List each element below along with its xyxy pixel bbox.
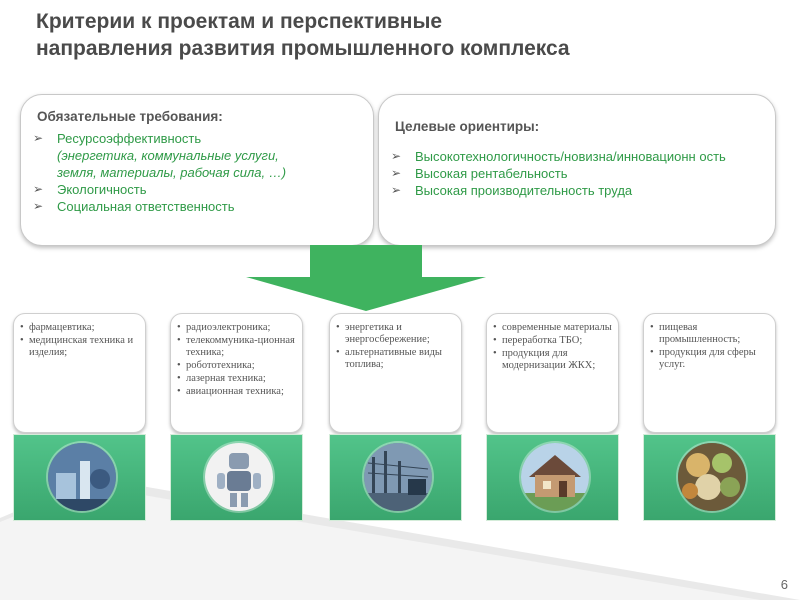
card-list: радиоэлектроника; телекоммуника-ционная …	[177, 322, 298, 398]
title-line-2: направления развития промышленного компл…	[36, 37, 570, 60]
industry-card-food: пищевая промышленность; продукция для сф…	[643, 313, 776, 521]
card-item: продукция для сферы услуг.	[650, 347, 771, 371]
house-icon	[521, 443, 589, 511]
card-item: фармацевтика;	[20, 322, 141, 334]
card-list: энергетика и энергосбережение; альтернат…	[336, 322, 457, 371]
targets-heading: Целевые ориентиры:	[395, 119, 540, 134]
target-item: ➢Высокая производительность труда	[391, 183, 633, 198]
food-icon	[678, 443, 746, 511]
power-plant-icon	[364, 443, 432, 511]
mandatory-item-sub: земля, материалы, рабочая сила, …)	[57, 165, 287, 180]
page-number: 6	[780, 577, 788, 592]
mandatory-list: ➢Ресурсоэффективность (энергетика, комму…	[21, 130, 373, 215]
card-item: робототехника;	[177, 360, 298, 372]
card-item: лазерная техника;	[177, 373, 298, 385]
target-guidelines-box: Целевые ориентиры: ➢Высокотехнологичност…	[378, 94, 776, 246]
mandatory-requirements-box: Обязательные требования: ➢Ресурсоэффекти…	[20, 94, 374, 246]
robot-icon	[205, 443, 273, 511]
card-item: медицинская техника и изделия;	[20, 335, 141, 359]
card-item: пищевая промышленность;	[650, 322, 771, 346]
industry-card-electronics: радиоэлектроника; телекоммуника-ционная …	[170, 313, 303, 521]
card-item: энергетика и энергосбережение;	[336, 322, 457, 346]
card-item: продукция для модернизации ЖКХ;	[493, 348, 614, 372]
mandatory-item: ➢Ресурсоэффективность	[33, 131, 202, 146]
targets-list: ➢Высокотехнологичность/новизна/инновацио…	[379, 148, 775, 199]
mandatory-item: ➢Социальная ответственность	[33, 199, 235, 214]
card-item: авиационная техника;	[177, 386, 298, 398]
medical-equipment-icon	[48, 443, 116, 511]
title-line-1: Критерии к проектам и перспективные	[36, 10, 443, 33]
card-item: переработка ТБО;	[493, 335, 614, 347]
card-item: альтернативные виды топлива;	[336, 347, 457, 371]
industry-card-materials: современные материалы переработка ТБО; п…	[486, 313, 619, 521]
mandatory-heading: Обязательные требования:	[37, 109, 223, 124]
industry-card-energy: энергетика и энергосбережение; альтернат…	[329, 313, 462, 521]
card-item: радиоэлектроника;	[177, 322, 298, 334]
down-arrow-icon	[246, 245, 486, 311]
card-list: фармацевтика; медицинская техника и изде…	[20, 322, 141, 359]
target-item: ➢Высокая рентабельность	[391, 166, 568, 181]
arrow-bullet-icon: ➢	[391, 166, 402, 180]
card-list: современные материалы переработка ТБО; п…	[493, 322, 614, 372]
arrow-bullet-icon: ➢	[33, 131, 44, 145]
arrow-bullet-icon: ➢	[33, 199, 44, 213]
card-item: телекоммуника-ционная техника;	[177, 335, 298, 359]
card-list: пищевая промышленность; продукция для сф…	[650, 322, 771, 371]
industry-card-pharma: фармацевтика; медицинская техника и изде…	[13, 313, 146, 521]
page-title: Критерии к проектам и перспективные напр…	[36, 8, 736, 62]
card-item: современные материалы	[493, 322, 614, 334]
arrow-bullet-icon: ➢	[391, 149, 402, 163]
mandatory-item-sub: (энергетика, коммунальные услуги,	[57, 148, 279, 163]
mandatory-item: ➢Экологичность	[33, 182, 147, 197]
arrow-bullet-icon: ➢	[33, 182, 44, 196]
arrow-bullet-icon: ➢	[391, 183, 402, 197]
target-item: ➢Высокотехнологичность/новизна/инновацио…	[391, 149, 726, 164]
